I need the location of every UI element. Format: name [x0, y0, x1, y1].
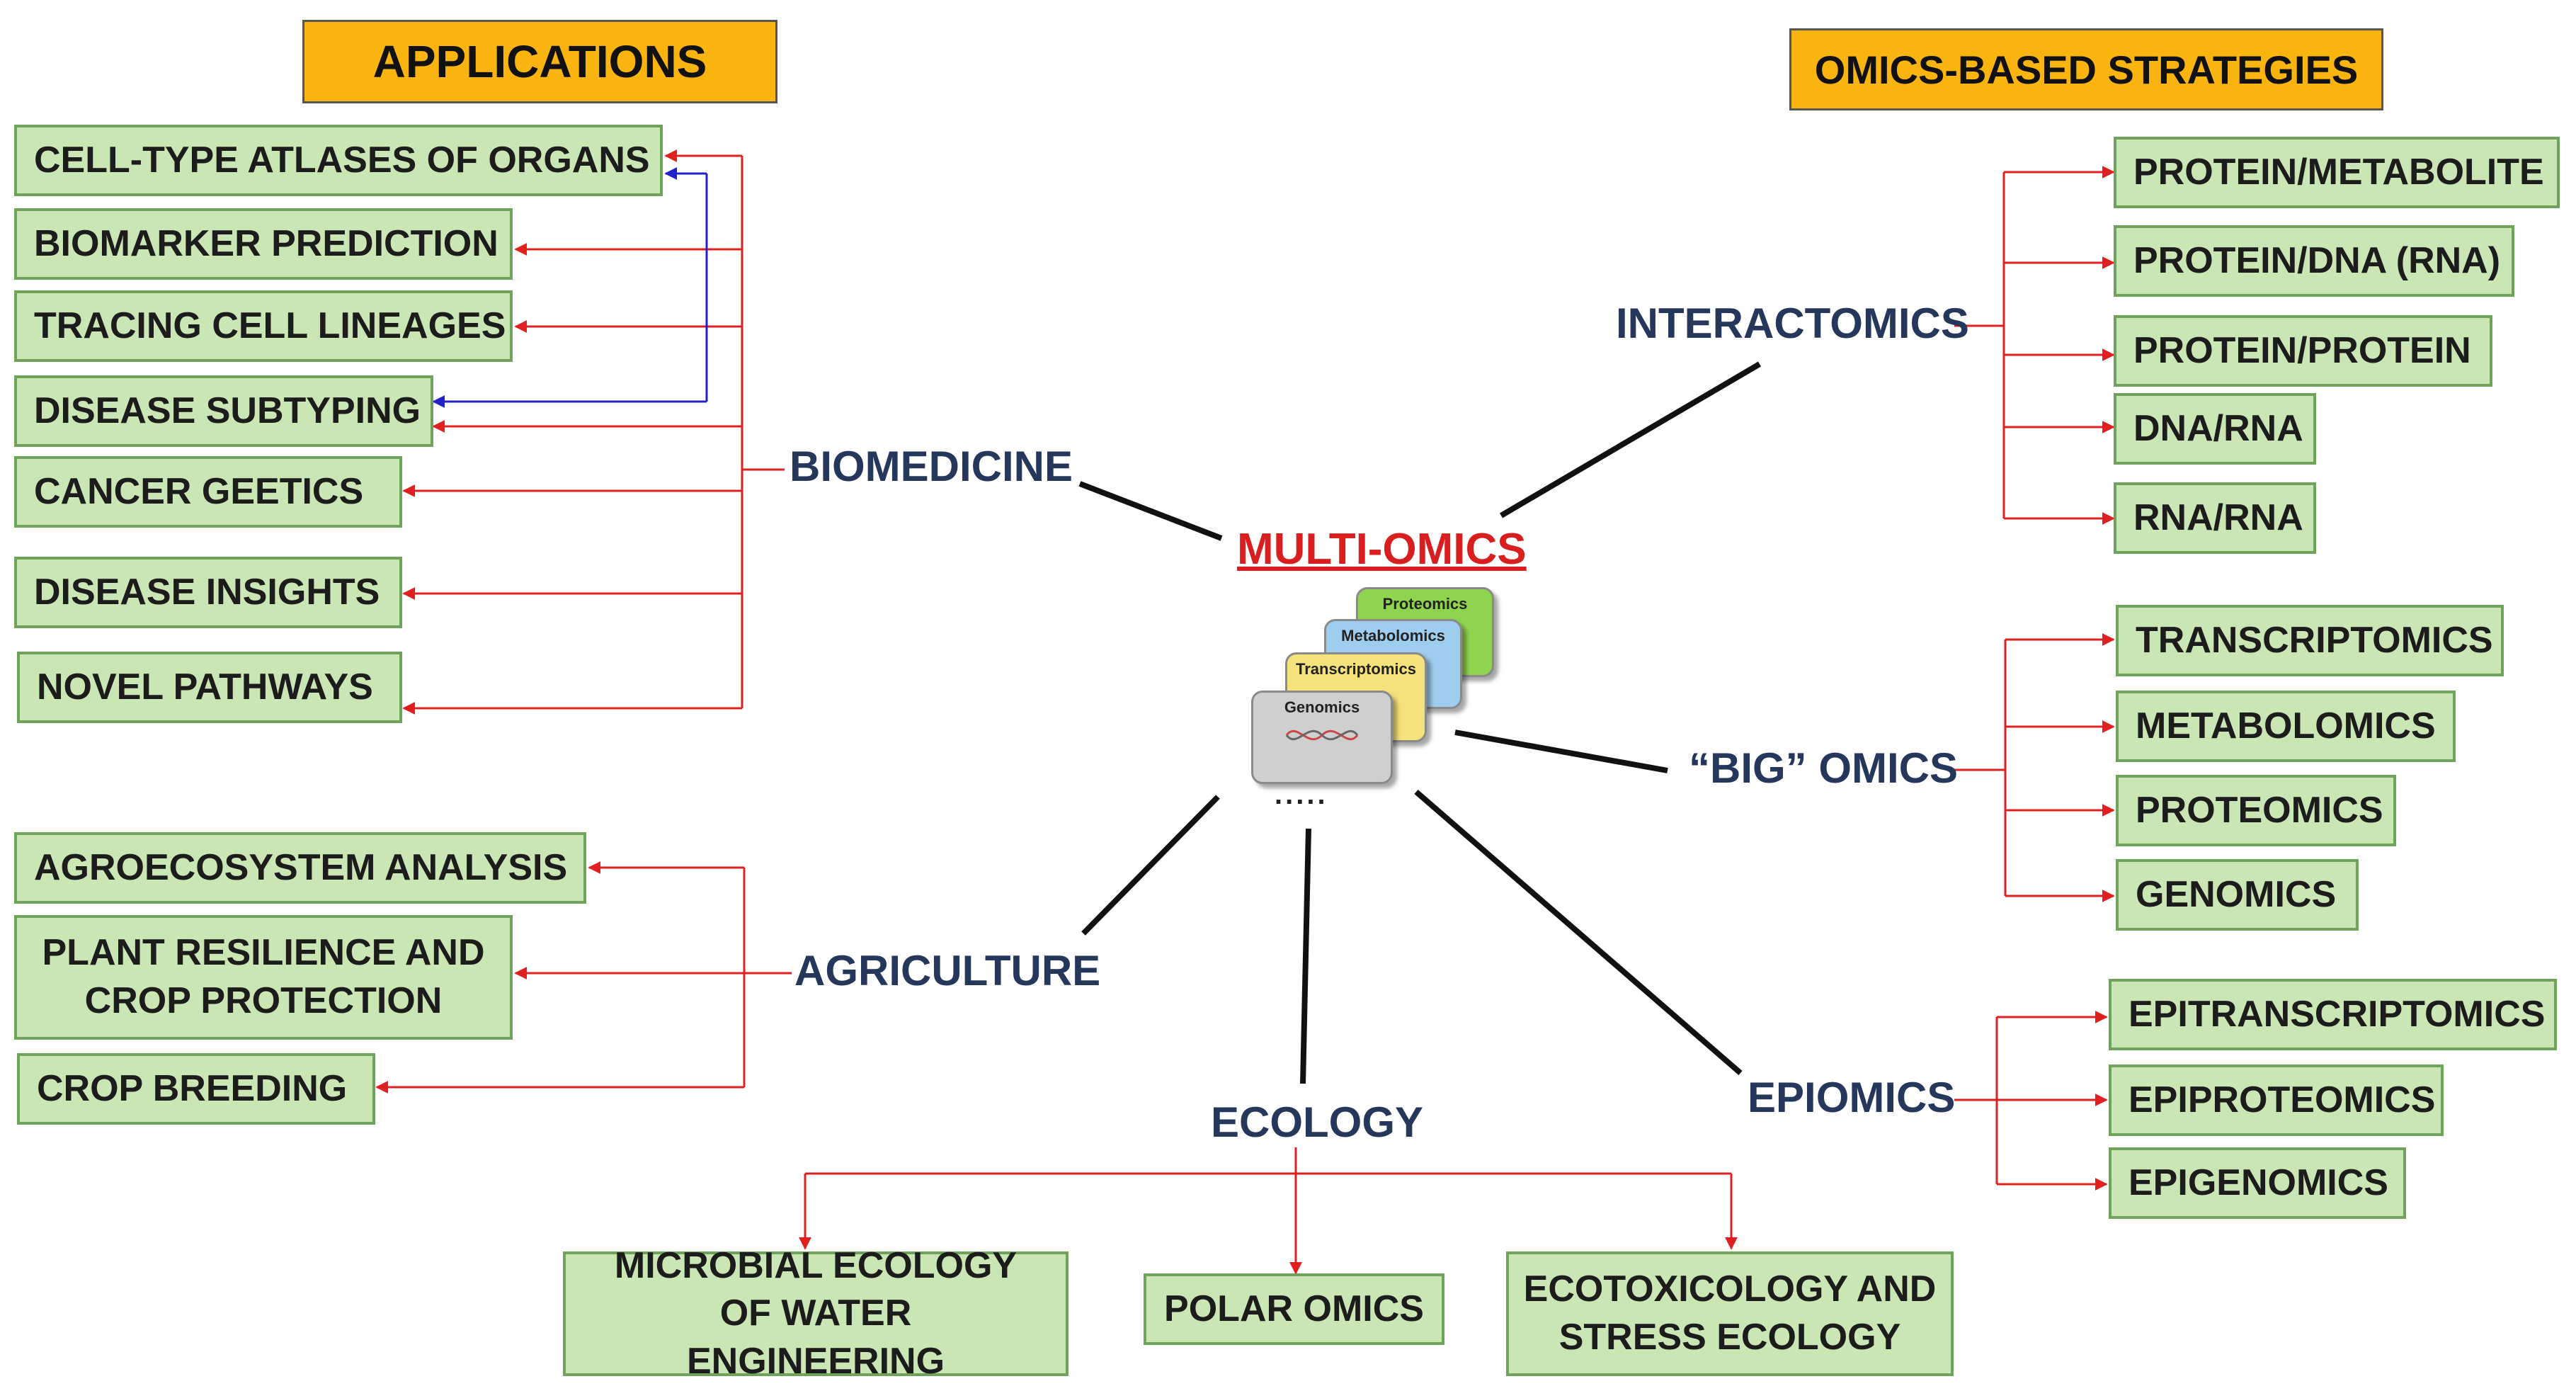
- subtyping-atlas-link: [432, 167, 708, 408]
- strategy-box-epiproteomics: EPIPROTEOMICS: [2109, 1064, 2444, 1136]
- card-metabolomics-label: Metabolomics: [1341, 627, 1445, 645]
- center-spokes: [1078, 361, 1762, 1084]
- big-omics-connectors: [1954, 633, 2115, 902]
- agriculture-connectors: [375, 861, 792, 1094]
- more-omics-ellipsis: .....: [1275, 779, 1328, 810]
- strategy-box-dna-rna: DNA/RNA: [2114, 393, 2316, 465]
- app-box-biomarker-prediction: BIOMARKER PREDICTION: [14, 208, 513, 280]
- strategy-box-proteomics: PROTEOMICS: [2116, 775, 2396, 846]
- strategy-box-rna-rna: RNA/RNA: [2114, 482, 2316, 554]
- app-box-cell-atlases: CELL-TYPE ATLASES OF ORGANS: [14, 125, 663, 196]
- category-biomedicine: BIOMEDICINE: [790, 443, 1073, 490]
- category-big-omics: “BIG” OMICS: [1689, 744, 1959, 792]
- strategy-box-genomics: GENOMICS: [2116, 859, 2359, 931]
- strategy-box-protein-metabolite: PROTEIN/METABOLITE: [2114, 137, 2560, 208]
- app-box-cancer-genetics: CANCER GEETICS: [14, 456, 402, 528]
- app-box-polar-omics: POLAR OMICS: [1144, 1273, 1444, 1345]
- app-box-microbial-ecology: MICROBIAL ECOLOGY OF WATER ENGINEERING: [563, 1245, 1068, 1382]
- strategy-box-protein-protein: PROTEIN/PROTEIN: [2114, 315, 2492, 387]
- applications-header: APPLICATIONS: [302, 20, 777, 103]
- category-epiomics: EPIOMICS: [1748, 1074, 1956, 1121]
- interactomics-connectors: [1954, 166, 2115, 525]
- ecology-connectors: [799, 1147, 1738, 1275]
- app-box-crop-breeding: CROP BREEDING: [17, 1053, 375, 1125]
- dna-helix-icon: [1285, 729, 1359, 741]
- strategy-box-transcriptomics: TRANSCRIPTOMICS: [2116, 605, 2504, 676]
- card-genomics-label: Genomics: [1284, 698, 1360, 716]
- card-transcriptomics-label: Transcriptomics: [1296, 660, 1416, 678]
- app-box-disease-subtyping: DISEASE SUBTYPING: [14, 375, 433, 447]
- strategy-box-epitranscriptomics: EPITRANSCRIPTOMICS: [2109, 979, 2557, 1050]
- strategies-header: OMICS-BASED STRATEGIES: [1789, 28, 2383, 110]
- category-interactomics: INTERACTOMICS: [1616, 300, 1969, 347]
- strategy-box-metabolomics: METABOLOMICS: [2116, 691, 2456, 762]
- multi-omics-title: MULTI-OMICS: [1237, 525, 1527, 574]
- category-agriculture: AGRICULTURE: [794, 947, 1101, 994]
- biomedicine-connectors: [402, 149, 785, 715]
- card-proteomics-label: Proteomics: [1382, 595, 1468, 613]
- app-box-novel-pathways: NOVEL PATHWAYS: [17, 652, 402, 723]
- epiomics-connectors: [1954, 1011, 2108, 1191]
- category-ecology: ECOLOGY: [1211, 1098, 1424, 1146]
- app-box-ecotoxicology: ECOTOXICOLOGY AND STRESS ECOLOGY: [1506, 1251, 1954, 1376]
- card-genomics: Genomics: [1251, 691, 1393, 784]
- app-box-plant-resilience: PLANT RESILIENCE AND CROP PROTECTION: [14, 915, 513, 1040]
- app-box-tracing-lineages: TRACING CELL LINEAGES: [14, 290, 513, 362]
- strategy-box-protein-dna-rna: PROTEIN/DNA (RNA): [2114, 225, 2514, 297]
- strategy-box-epigenomics: EPIGENOMICS: [2109, 1147, 2406, 1219]
- app-box-agroecosystem: AGROECOSYSTEM ANALYSIS: [14, 832, 586, 904]
- app-box-disease-insights: DISEASE INSIGHTS: [14, 557, 402, 628]
